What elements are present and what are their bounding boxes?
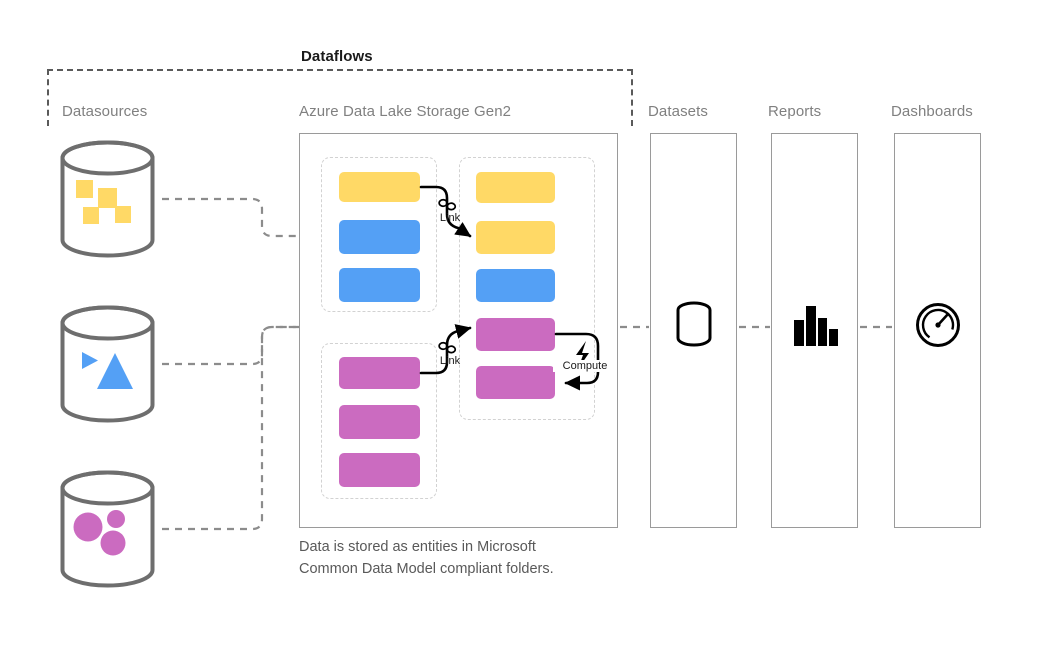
source-entities-bottom-outline	[321, 343, 437, 499]
report-icon[interactable]	[793, 302, 839, 347]
column-heading-reports: Reports	[768, 103, 822, 120]
link-label-bottom: Link	[439, 355, 461, 367]
column-heading-dashboards: Dashboards	[891, 103, 973, 120]
linked-entities-outline	[459, 157, 595, 420]
link-icon-bottom	[438, 340, 458, 356]
link-label-top: Link	[439, 212, 461, 224]
dataset-icon[interactable]	[674, 300, 714, 350]
entity-source-top-2[interactable]	[339, 220, 420, 254]
dataflows-boundary	[47, 69, 633, 126]
diagram-title: Dataflows	[301, 48, 373, 65]
entity-linked-2[interactable]	[476, 221, 555, 254]
entity-source-bottom-1[interactable]	[339, 357, 420, 389]
column-heading-datasources: Datasources	[62, 103, 148, 120]
entity-source-top-1[interactable]	[339, 172, 420, 202]
entity-source-bottom-2[interactable]	[339, 405, 420, 439]
entity-linked-3[interactable]	[476, 269, 555, 302]
datasource-structured[interactable]	[57, 140, 158, 258]
compute-label: Compute	[553, 360, 617, 372]
entity-linked-5[interactable]	[476, 366, 555, 399]
datasource-unstructured[interactable]	[57, 470, 158, 588]
adls-caption: Data is stored as entities in Microsoft …	[299, 539, 554, 577]
entity-source-bottom-3[interactable]	[339, 453, 420, 487]
column-heading-datasets: Datasets	[648, 103, 708, 120]
entity-linked-1[interactable]	[476, 172, 555, 203]
datasource-semistructured[interactable]	[57, 305, 158, 423]
column-heading-adls: Azure Data Lake Storage Gen2	[299, 103, 512, 120]
link-icon-top	[438, 197, 458, 213]
entity-source-top-3[interactable]	[339, 268, 420, 302]
dashboard-icon[interactable]	[915, 302, 961, 348]
entity-linked-4[interactable]	[476, 318, 555, 351]
